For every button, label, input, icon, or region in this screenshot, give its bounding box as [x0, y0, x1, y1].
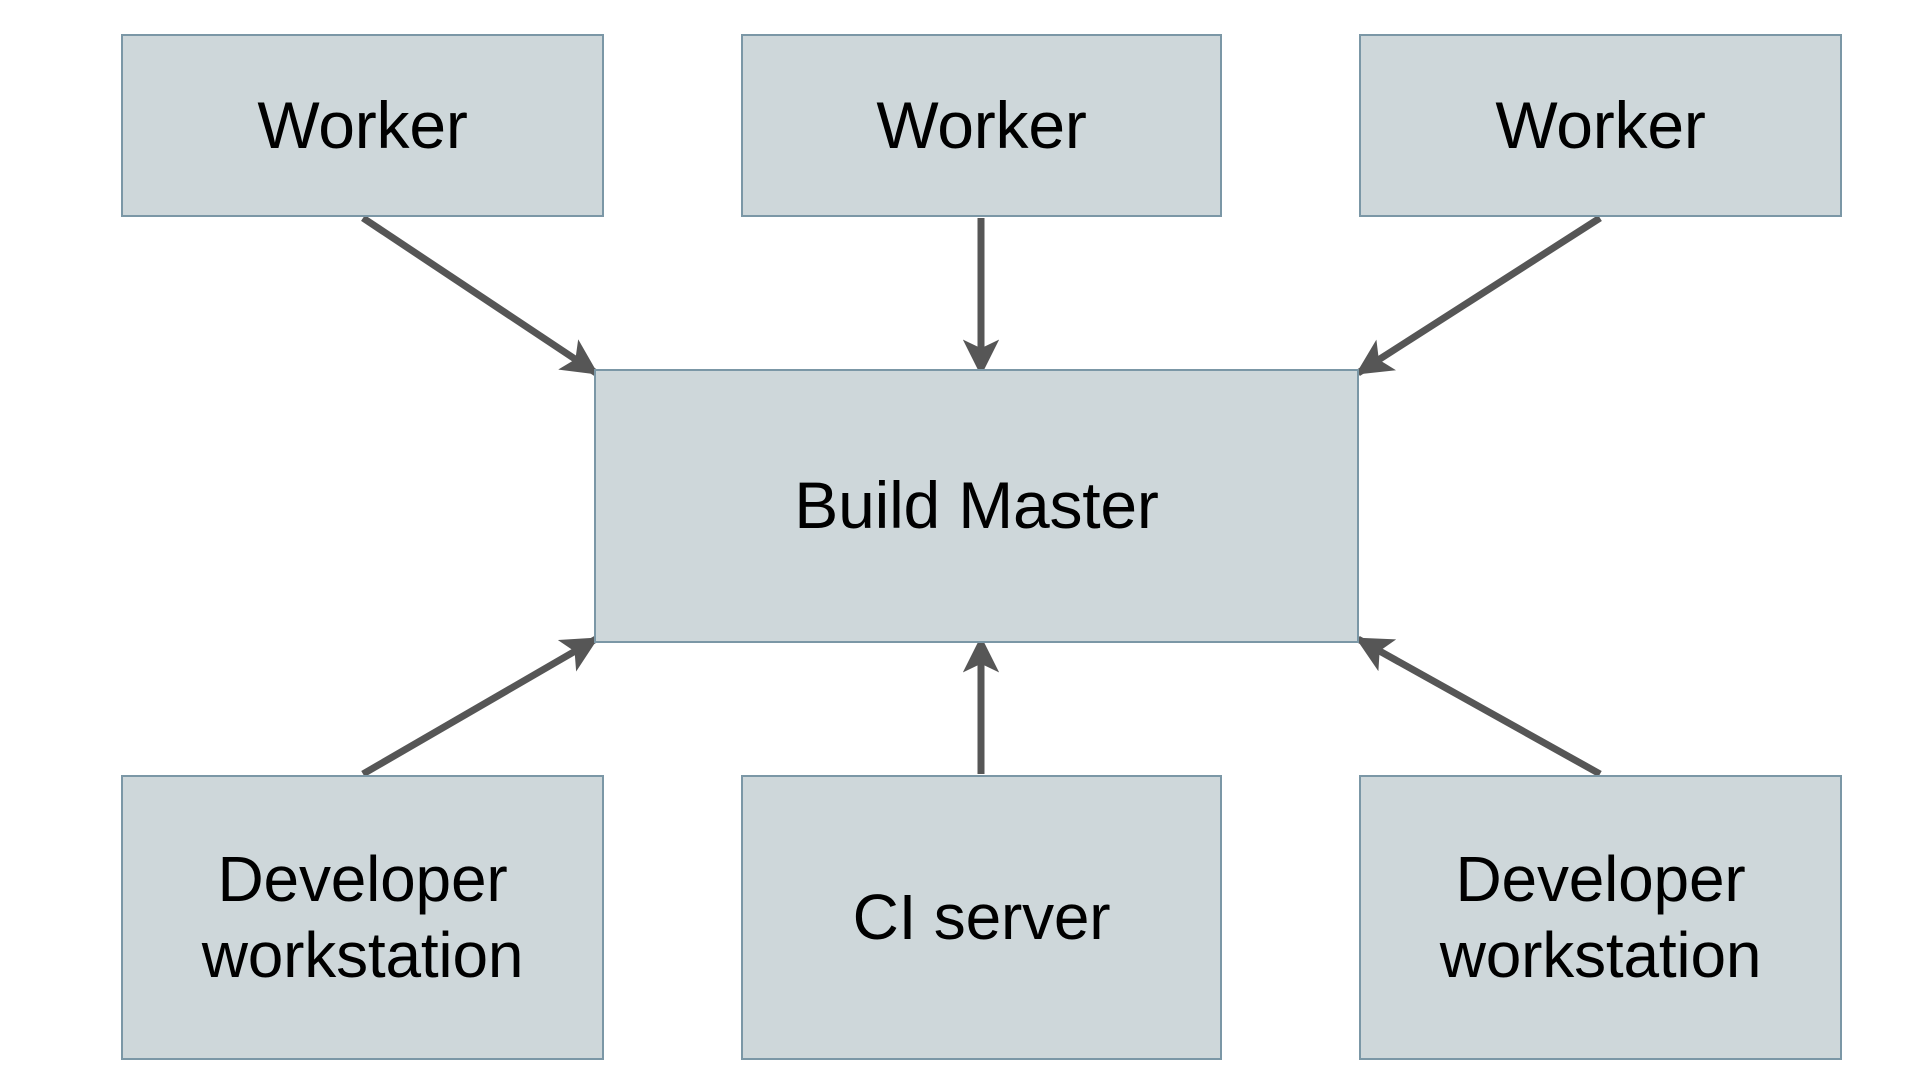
edge-worker-right-to-master	[1355, 215, 1602, 376]
node-worker-left-label: Worker	[257, 87, 468, 162]
node-developer-workstation-left[interactable]: Developer workstation	[121, 775, 604, 1060]
node-worker-right[interactable]: Worker	[1359, 34, 1842, 217]
node-developer-workstation-left-label: Developer workstation	[201, 842, 524, 991]
node-worker-left[interactable]: Worker	[121, 34, 604, 217]
node-ci-server[interactable]: CI server	[741, 775, 1222, 1060]
node-worker-center[interactable]: Worker	[741, 34, 1222, 217]
node-worker-right-label: Worker	[1495, 87, 1706, 162]
node-worker-center-label: Worker	[876, 87, 1087, 162]
edge-dev-left-to-master	[361, 635, 599, 778]
node-developer-workstation-right-label: Developer workstation	[1439, 842, 1762, 991]
node-build-master-label: Build Master	[794, 468, 1159, 543]
node-ci-server-label: CI server	[852, 880, 1111, 953]
node-build-master[interactable]: Build Master	[594, 369, 1359, 643]
edge-dev-right-to-master	[1355, 635, 1602, 778]
node-developer-workstation-right[interactable]: Developer workstation	[1359, 775, 1842, 1060]
edge-worker-left-to-master	[361, 215, 599, 376]
